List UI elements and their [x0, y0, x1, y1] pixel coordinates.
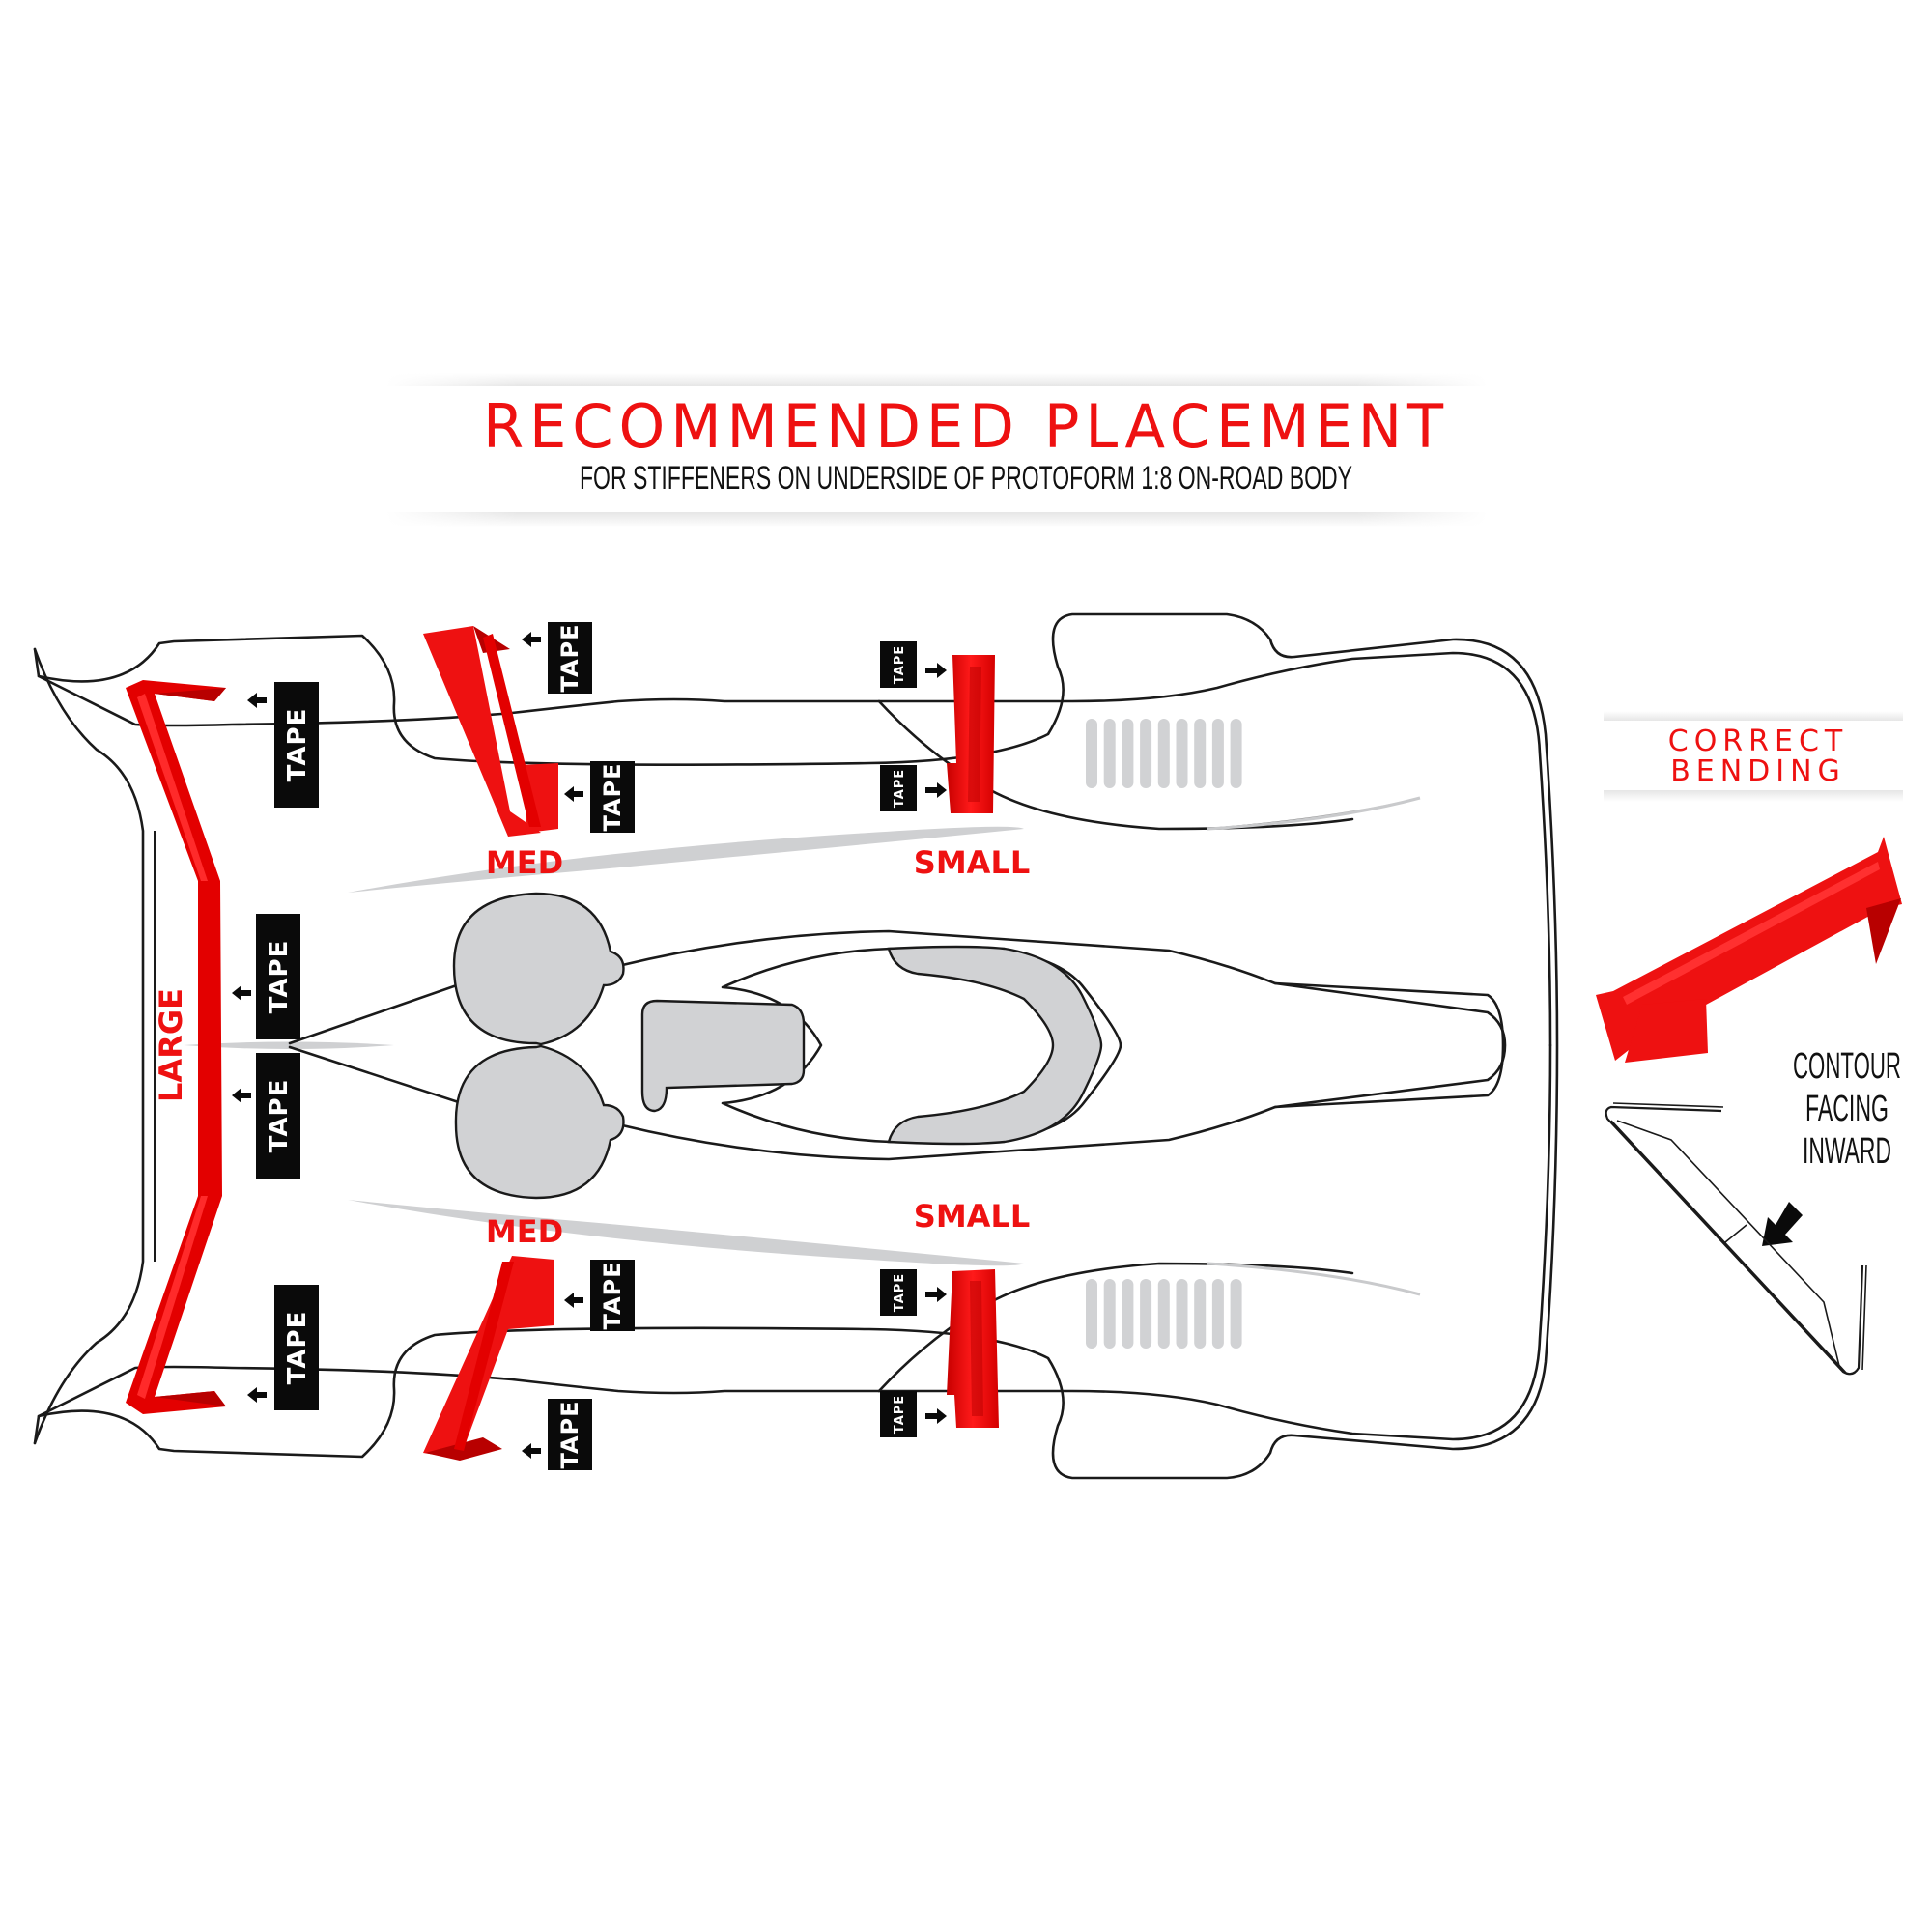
correct-bending-banner: CORRECT BENDING — [1604, 711, 1903, 802]
med-stiffener-bottom: MED — [423, 1213, 563, 1461]
med-bottom-label: MED — [486, 1213, 563, 1250]
upper-sidepod-line — [877, 699, 1354, 831]
arrow-left-icon — [564, 786, 583, 802]
svg-text:TAPE: TAPE — [556, 1400, 583, 1468]
tape-label-large-mid-top: TAPE — [232, 914, 300, 1039]
lower-rear-wheel — [454, 1044, 625, 1200]
svg-text:TAPE: TAPE — [283, 1311, 312, 1385]
tape-label-small-top-1: TAPE — [880, 641, 947, 688]
note-line2: FACING — [1805, 1089, 1889, 1129]
page-title: RECOMMENDED PLACEMENT — [483, 391, 1449, 462]
tape-label-large-bottom: TAPE — [247, 1285, 319, 1410]
tape-label-med-top-1: TAPE — [522, 622, 592, 694]
rear-spoiler-edge — [33, 647, 145, 1445]
upper-door-line — [37, 651, 1552, 1047]
arrow-left-icon — [522, 632, 541, 647]
front-nose-spine — [1273, 981, 1505, 1109]
svg-text:TAPE: TAPE — [893, 645, 907, 684]
tape-label-small-top-2: TAPE — [880, 765, 947, 811]
note-line3: INWARD — [1803, 1131, 1891, 1172]
tape-label-small-bottom-2: TAPE — [880, 1391, 947, 1437]
large-stiffener: LARGE — [126, 680, 226, 1414]
tape-label-med-bottom-2: TAPE — [522, 1399, 592, 1470]
arrow-left-icon — [232, 985, 251, 1001]
arrow-down-left-icon — [1762, 1202, 1803, 1246]
svg-text:TAPE: TAPE — [283, 708, 312, 782]
large-label: LARGE — [153, 988, 189, 1102]
tape-label-med-bottom-1: TAPE — [564, 1260, 635, 1331]
header-banner: RECOMMENDED PLACEMENT FOR STIFFENERS ON … — [386, 373, 1488, 527]
tape-label-large-top: TAPE — [247, 682, 319, 808]
bent-stiffener-3d — [1596, 837, 1902, 1063]
upper-rear-wheel — [452, 892, 625, 1046]
svg-text:TAPE: TAPE — [265, 940, 294, 1014]
lower-sidepod-line — [877, 1262, 1354, 1393]
svg-text:TAPE: TAPE — [893, 1273, 907, 1312]
upper-vents — [1086, 719, 1242, 788]
tape-label-med-top-2: TAPE — [564, 761, 635, 833]
svg-text:TAPE: TAPE — [599, 762, 626, 831]
small-top-label: SMALL — [914, 844, 1030, 881]
lower-door-line — [37, 1043, 1552, 1441]
note-line1: CONTOUR — [1793, 1046, 1901, 1087]
small-stiffener-top: SMALL — [914, 655, 1030, 881]
arrow-left-icon — [232, 1088, 251, 1103]
arrow-left-icon — [247, 1387, 267, 1403]
center-sweep — [184, 1041, 394, 1049]
car-outer-outline — [33, 612, 1559, 1480]
bent-stiffener-profile — [1605, 1102, 1867, 1376]
seat-back — [887, 945, 1103, 1146]
car-body — [33, 612, 1559, 1480]
svg-text:TAPE: TAPE — [556, 623, 583, 692]
contour-note: CONTOUR FACING INWARD — [1762, 1046, 1901, 1246]
med-top-label: MED — [486, 844, 563, 881]
svg-text:TAPE: TAPE — [599, 1261, 626, 1329]
dashboard-panel — [640, 999, 806, 1113]
banner-line1: CORRECT — [1668, 724, 1848, 758]
arrow-left-icon — [247, 693, 267, 708]
med-stiffener-top: MED — [423, 626, 563, 881]
tape-label-large-mid-bottom: TAPE — [232, 1053, 300, 1179]
small-bottom-label: SMALL — [914, 1198, 1030, 1235]
lower-sweep — [348, 1200, 1024, 1266]
svg-text:TAPE: TAPE — [265, 1079, 294, 1153]
small-stiffener-bottom: SMALL — [914, 1198, 1030, 1428]
arrow-right-icon — [925, 663, 947, 678]
page-subtitle: FOR STIFFENERS ON UNDERSIDE OF PROTOFORM… — [580, 460, 1352, 497]
arrow-right-icon — [925, 1287, 947, 1302]
banner-line2: BENDING — [1670, 754, 1846, 788]
arrow-right-icon — [925, 782, 947, 798]
lower-vents — [1086, 1279, 1242, 1349]
arrow-right-icon — [925, 1408, 947, 1424]
svg-text:TAPE: TAPE — [893, 1395, 907, 1434]
arrow-left-icon — [564, 1293, 583, 1308]
arrow-left-icon — [522, 1443, 541, 1459]
tape-label-small-bottom-1: TAPE — [880, 1269, 947, 1316]
upper-sweep — [348, 826, 1024, 893]
svg-text:TAPE: TAPE — [893, 769, 907, 808]
cockpit-tub — [288, 929, 1507, 1161]
